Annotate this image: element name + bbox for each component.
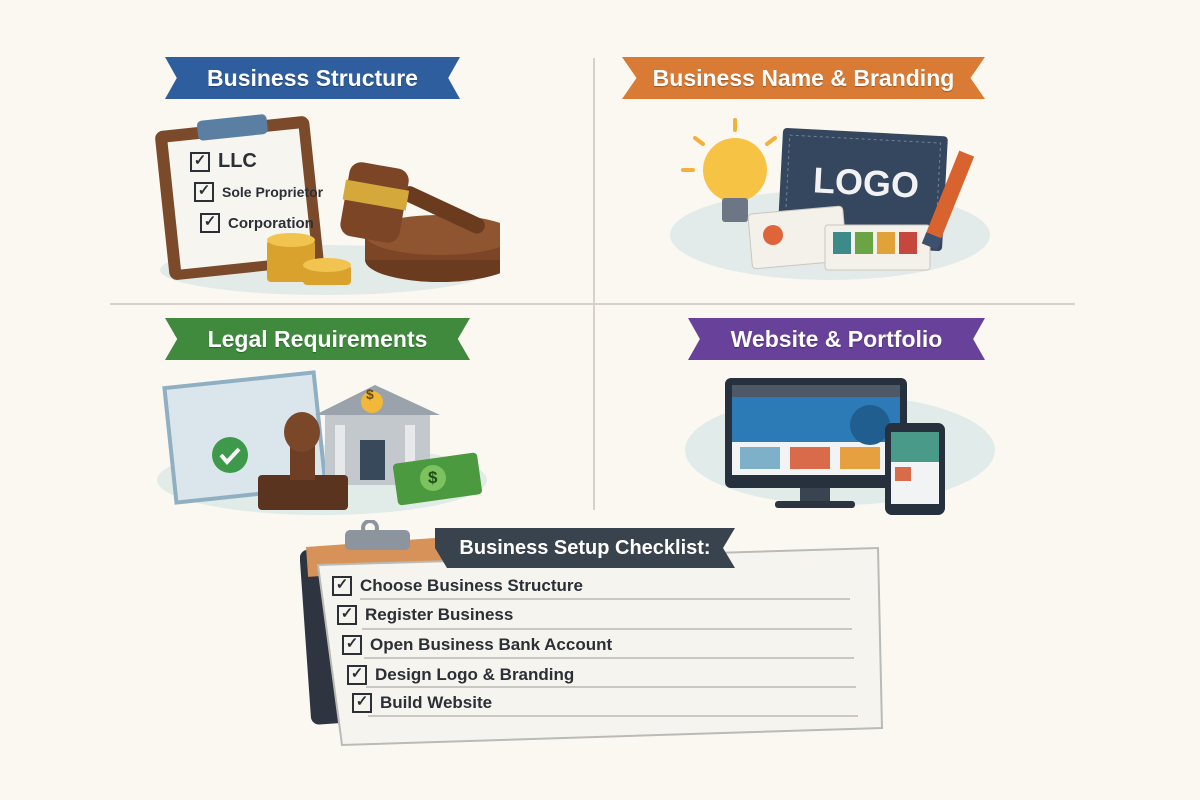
color-palette-card: [824, 224, 931, 271]
business-structure-illustration: ✓LLC ✓Sole Proprietor ✓Corporation: [150, 105, 500, 300]
clipboard-item: ✓Corporation: [200, 213, 314, 233]
vertical-divider: [593, 58, 595, 510]
line-rule: [362, 628, 852, 630]
checklist-item: ✓Build Website: [352, 693, 492, 713]
stamp-icon: [258, 412, 348, 510]
line-rule: [368, 715, 858, 717]
checklist-item: ✓Open Business Bank Account: [342, 635, 612, 655]
website-illustration: [680, 375, 1000, 520]
banner-legal-requirements: Legal Requirements: [165, 318, 470, 360]
business-setup-checklist: Business Setup Checklist: ✓Choose Busine…: [300, 520, 890, 750]
checkbox-icon: ✓: [352, 693, 372, 713]
checkbox-icon: ✓: [200, 213, 220, 233]
checklist-item: ✓Register Business: [337, 605, 513, 625]
checkbox-icon: ✓: [337, 605, 357, 625]
gavel-icon: [340, 162, 500, 282]
clipboard-clip-icon: [345, 530, 410, 550]
checkbox-icon: ✓: [190, 151, 210, 172]
cash-icon: [393, 452, 482, 506]
pencil-icon: [921, 150, 975, 250]
banner-website-portfolio: Website & Portfolio: [688, 318, 985, 360]
checkbox-icon: ✓: [332, 576, 352, 596]
smartphone-icon: [885, 423, 945, 515]
horizontal-divider: [110, 303, 1075, 305]
clipboard-item: ✓LLC: [190, 150, 257, 173]
clipboard-item: ✓Sole Proprietor: [194, 182, 323, 202]
line-rule: [366, 686, 856, 688]
checklist-item: ✓Design Logo & Branding: [347, 665, 574, 685]
checkbox-icon: ✓: [342, 635, 362, 655]
checklist-title: Business Setup Checklist:: [435, 528, 735, 568]
business-card: [747, 205, 848, 270]
cash-dollar-sign: $: [428, 468, 438, 487]
banner-business-name-branding: Business Name & Branding: [622, 57, 985, 99]
checkbox-icon: ✓: [347, 665, 367, 685]
bank-dollar-sign: $: [366, 386, 374, 402]
monitor-icon: [725, 378, 907, 508]
banner-business-structure: Business Structure: [165, 57, 460, 99]
logo-text: LOGO: [812, 159, 921, 206]
checkbox-icon: ✓: [194, 182, 214, 202]
checklist-item: ✓Choose Business Structure: [332, 576, 583, 596]
legal-requirements-illustration: $ $: [150, 370, 495, 520]
coins-icon: [267, 233, 351, 285]
branding-illustration: LOGO: [665, 110, 995, 285]
line-rule: [364, 657, 854, 659]
line-rule: [360, 598, 850, 600]
lightbulb-icon: [681, 118, 777, 222]
